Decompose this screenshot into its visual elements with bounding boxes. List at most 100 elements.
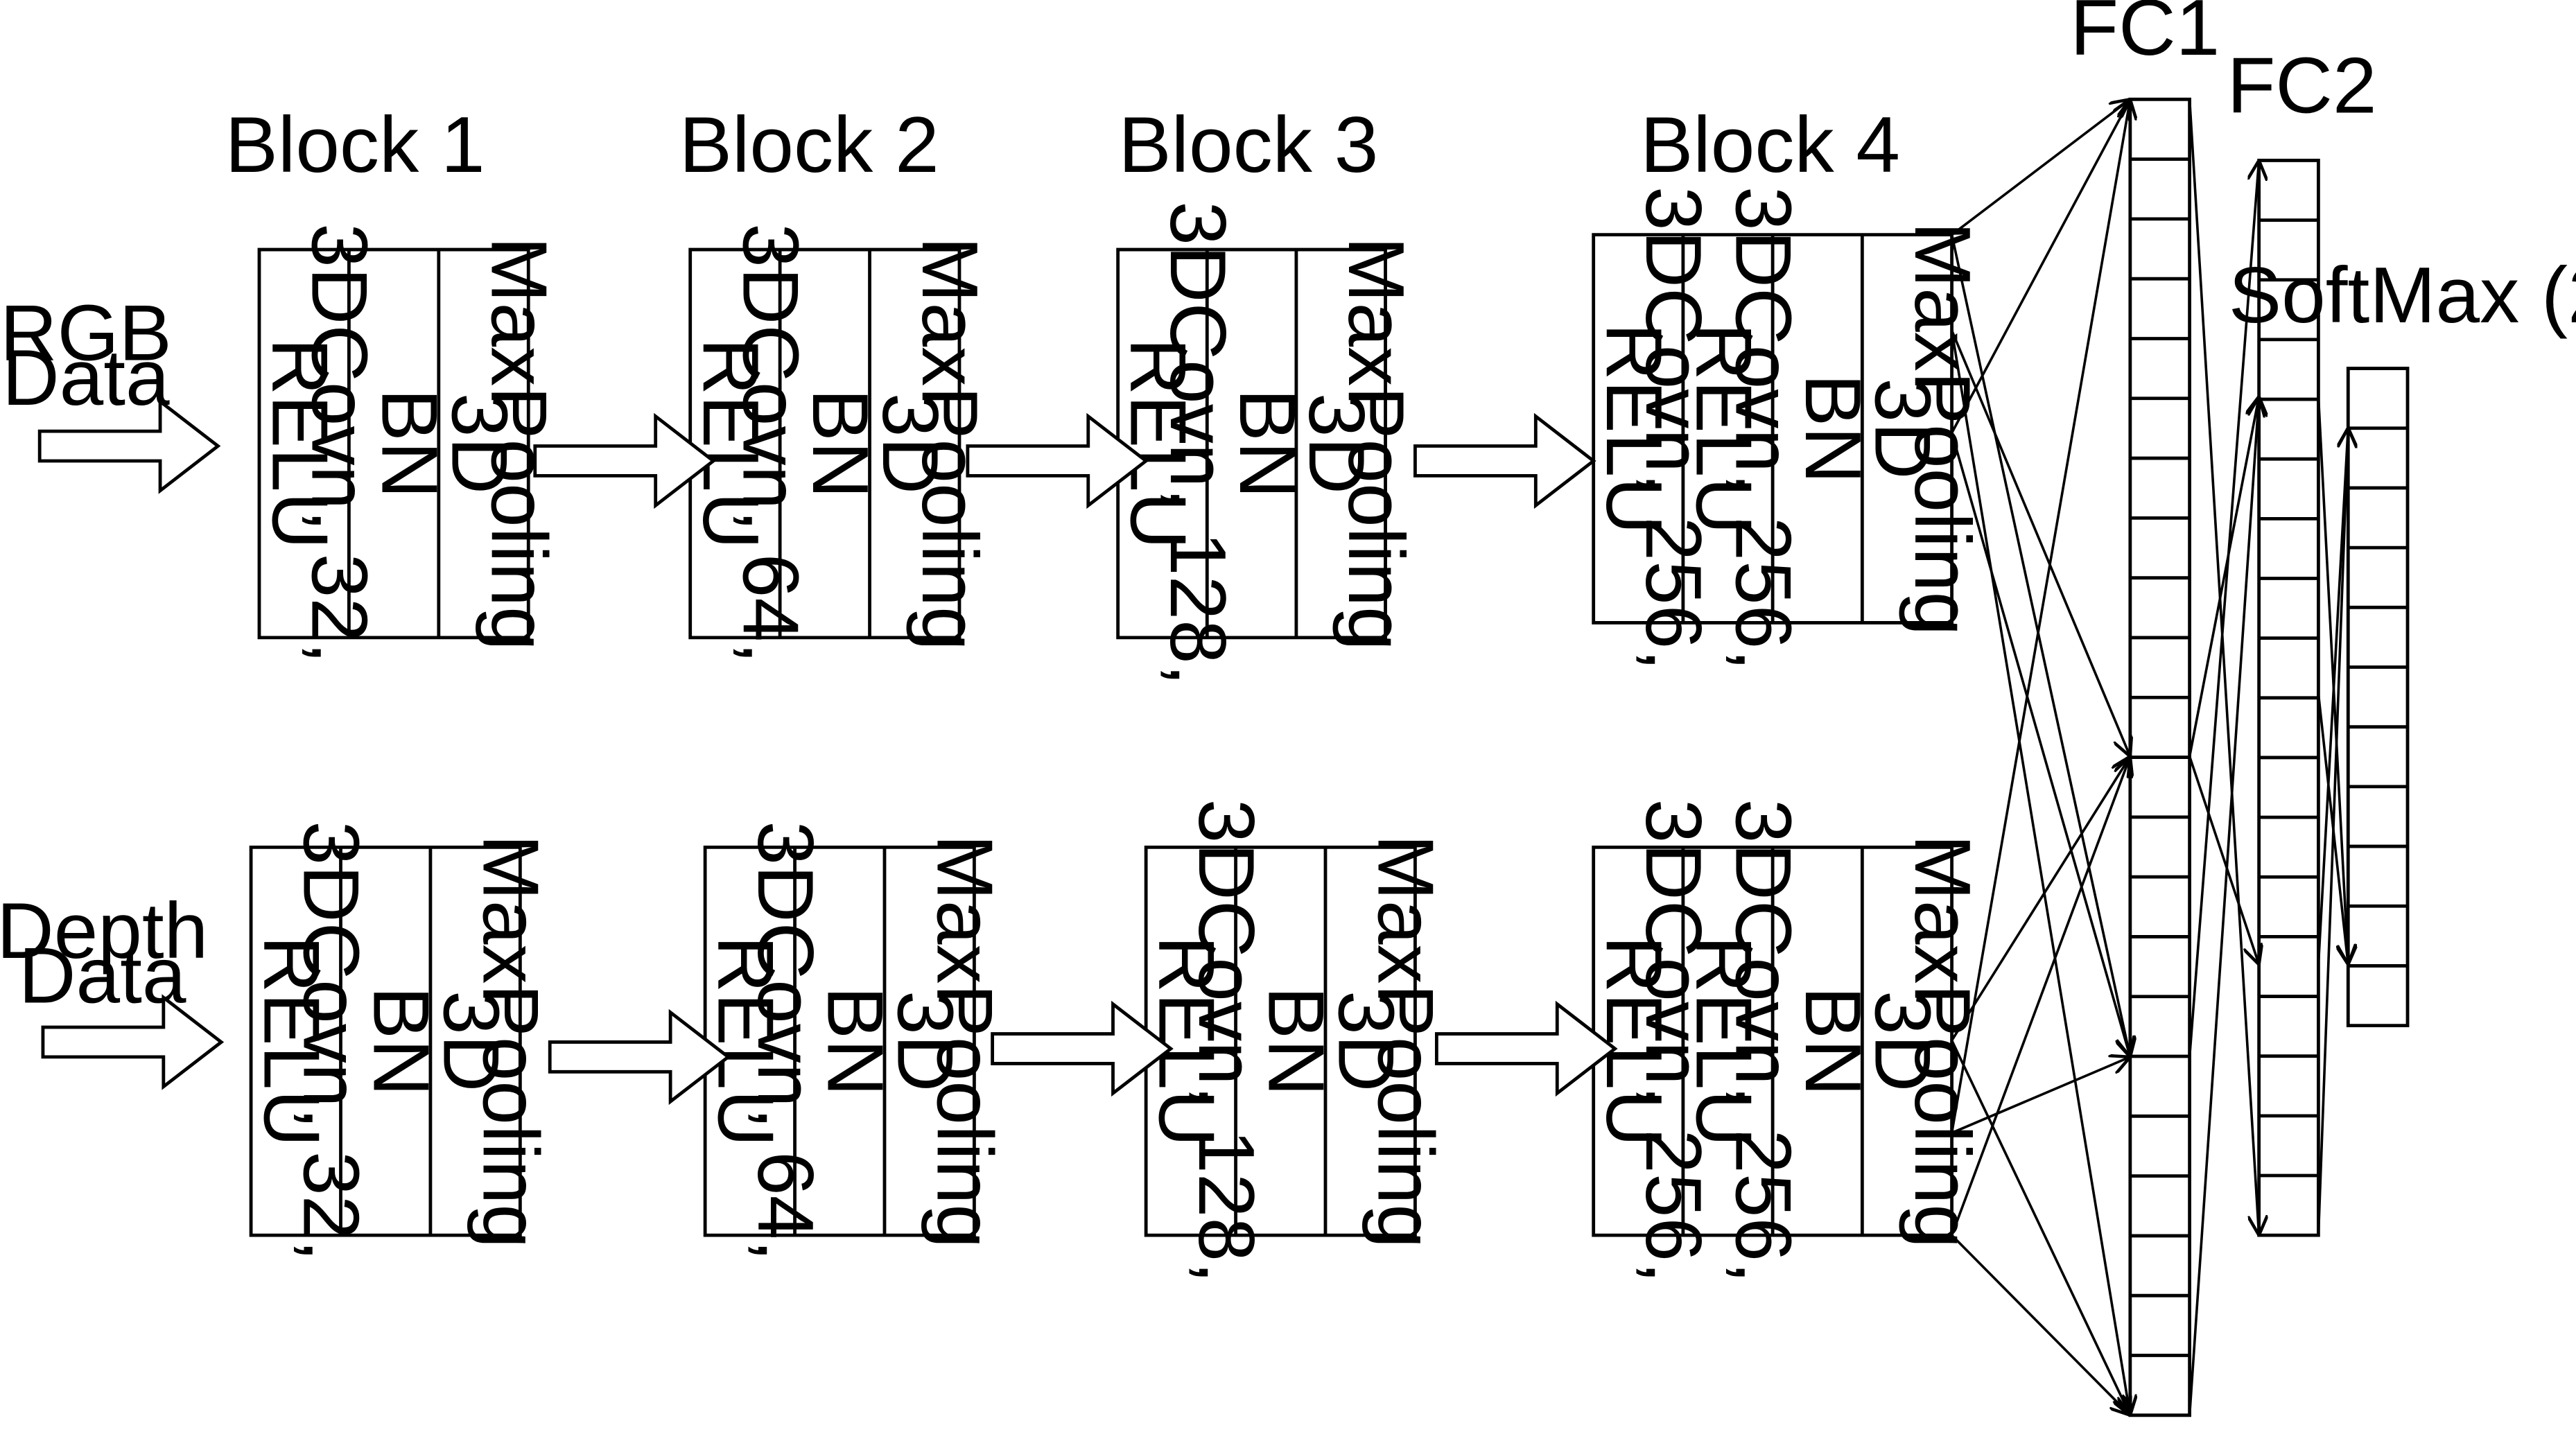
layer-label-line: 3DCovn, 256,: [1629, 186, 1717, 671]
depth-block-3-frame: [1146, 847, 1415, 1235]
layer-label-line: 3DCovn, 256,: [1629, 799, 1717, 1284]
block-1-title: Block 1: [225, 101, 485, 189]
block4-to-fc1-connection: [1952, 756, 2130, 1040]
fc2-to-softmax-connection: [2318, 428, 2348, 1235]
layer-label-line: 3D: [435, 393, 523, 494]
layer-label-line: 3D: [1321, 990, 1409, 1092]
fc1-to-fc2-connection: [2190, 160, 2259, 1056]
layer-label-line: MaxPooling: [474, 236, 562, 650]
fc1-to-fc2-connection: [2190, 396, 2259, 756]
depth-arrow-1-2: [550, 1013, 728, 1102]
layer-label-line: 3D: [866, 393, 954, 494]
block4-to-fc1-connection: [1952, 331, 2130, 757]
rgb-input-label-line1: RGB: [0, 290, 172, 378]
layer-label-line: BN: [796, 389, 884, 499]
rgb-block-4-layer-1-label: 3DCovn, 256,RELU: [1590, 186, 1717, 671]
layer-label-line: 3DCovn, 32,: [287, 821, 375, 1262]
layer-label-line: 3DCovn, 128,: [1182, 799, 1270, 1284]
layer-label-line: 3DCovn, 32,: [295, 223, 383, 664]
softmax-label: SoftMax (25): [2229, 252, 2576, 340]
block-3-title: Block 3: [1118, 101, 1378, 189]
rgb-block-1-layer-3-label: MaxPooling3D: [435, 236, 562, 650]
block4-to-fc1-connection: [1952, 99, 2130, 234]
rgb-arrow-2-3: [968, 417, 1146, 506]
rgb-arrow-3-4: [1415, 417, 1593, 506]
layer-label-line: MaxPooling: [1361, 835, 1450, 1248]
layer-label-line: 3DCovn, 64,: [726, 223, 814, 664]
rgb-block-3-layer-2-label: BN: [1223, 389, 1311, 499]
layer-label-line: BN: [811, 986, 899, 1097]
rgb-block-3-layer-3-label: MaxPooling3D: [1292, 236, 1420, 650]
layer-label-line: 3DCovn, 256,: [1718, 186, 1807, 671]
layer-label-line: 3DCovn, 256,: [1718, 799, 1807, 1284]
depth-block-3-layer-3-label: MaxPooling3D: [1321, 835, 1449, 1248]
depth-block-4-layer-3-label: BN: [1789, 986, 1877, 1097]
block4-to-fc1-connection: [1952, 99, 2130, 1133]
depth-block-1-layer-3-label: MaxPooling3D: [426, 835, 554, 1248]
layer-label-line: RELU: [247, 936, 336, 1147]
fc1-layer: [2130, 99, 2190, 1415]
rgb-block-2-layer-2-label: BN: [796, 389, 884, 499]
fc1-to-fc2-connection: [2190, 756, 2259, 964]
depth-block-1-layer-2-label: BN: [357, 986, 445, 1097]
rgb-input-label-line2: Data: [2, 334, 170, 422]
layer-label-line: 3DCovn, 128,: [1154, 201, 1242, 686]
rgb-block-4-layer-2-label: 3DCovn, 256,RELU: [1679, 186, 1807, 671]
fc1-to-fc2-connection: [2190, 396, 2259, 1415]
depth-arrow-2-3: [993, 1004, 1171, 1094]
layer-label-line: RELU: [1590, 323, 1678, 534]
layer-label-line: 3D: [426, 990, 514, 1092]
fc2-to-softmax-connection: [2318, 428, 2348, 964]
layer-label-line: BN: [357, 986, 445, 1097]
block4-to-fc1-connection: [1952, 1057, 2130, 1133]
depth-block-2-frame: [705, 847, 974, 1235]
layer-label-line: RELU: [1679, 323, 1767, 534]
depth-arrow-3-4: [1436, 1004, 1615, 1094]
depth-block-1-frame: [251, 847, 520, 1235]
softmax-frame: [2348, 369, 2408, 1026]
depth-block-3-layer-1-label: 3DCovn, 128,RELU: [1142, 799, 1270, 1284]
block4-to-fc1-connection: [1952, 235, 2130, 1057]
softmax-layer: [2348, 369, 2408, 1026]
rgb-block-3-layer-1-label: 3DCovn, 128,RELU: [1114, 201, 1242, 686]
rgb-block-4-layer-4-label: MaxPooling3D: [1859, 222, 1986, 636]
depth-input-label-line2: Data: [19, 932, 186, 1020]
block4-to-fc1-connection: [1952, 331, 2130, 1415]
layer-label-line: MaxPooling: [467, 835, 555, 1248]
rgb-block-2-layer-3-label: MaxPooling3D: [866, 236, 993, 650]
layer-label-line: RELU: [702, 936, 790, 1147]
depth-block-3-layer-2-label: BN: [1252, 986, 1340, 1097]
block4-to-fc1-connection: [1952, 756, 2130, 1235]
block4-to-fc1-connection: [1952, 433, 2130, 1056]
layer-label-line: BN: [1252, 986, 1340, 1097]
rgb-block-1-layer-2-label: BN: [365, 389, 453, 499]
layer-label-line: MaxPooling: [1332, 236, 1420, 650]
fc1-to-fc2-connection: [2190, 99, 2259, 1235]
block-4-title: Block 4: [1640, 101, 1900, 189]
depth-input-arrow: [43, 997, 221, 1087]
depth-block-2-layer-1-label: 3DCovn, 64,RELU: [702, 821, 829, 1262]
layer-label-line: 3D: [1859, 378, 1947, 479]
layer-label-line: MaxPooling: [1898, 835, 1986, 1248]
layer-label-line: MaxPooling: [1898, 222, 1986, 636]
layer-label-line: 3DCovn, 64,: [741, 821, 829, 1262]
rgb-block-1-frame: [259, 250, 528, 638]
block4-to-fc1-connection: [1952, 1040, 2130, 1415]
dense-connections: [1952, 99, 2349, 1415]
depth-block-4-layer-2-label: 3DCovn, 256,RELU: [1679, 799, 1807, 1284]
layer-label-line: 3D: [1859, 990, 1947, 1092]
layer-label-line: BN: [1789, 986, 1877, 1097]
block4-to-fc1-connection: [1952, 99, 2130, 433]
rgb-block-4-layer-3-label: BN: [1789, 374, 1877, 484]
rgb-arrow-1-2: [535, 417, 713, 506]
layer-label-line: MaxPooling: [905, 236, 993, 650]
layer-label-line: RELU: [686, 338, 774, 549]
